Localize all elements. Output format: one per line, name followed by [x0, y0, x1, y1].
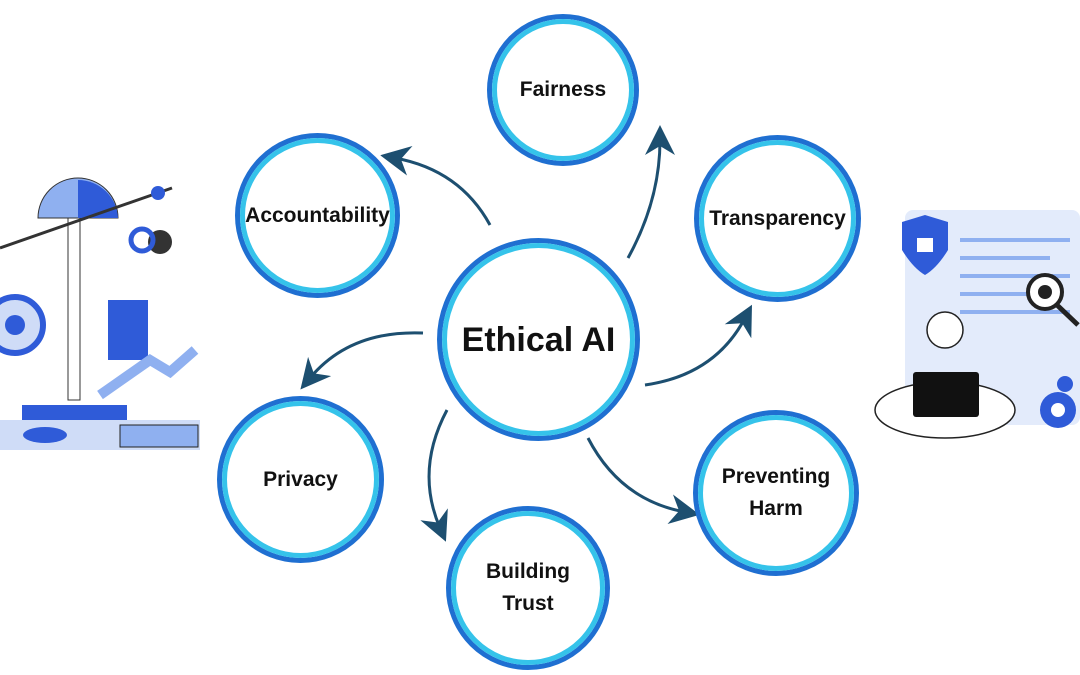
node-transparency: Transparency	[694, 135, 861, 302]
node-building-trust: Building Trust	[446, 506, 610, 670]
node-preventing-harm: Preventing Harm	[693, 410, 859, 576]
arrow-to-preventing-harm	[586, 437, 700, 525]
node-label: Accountability	[245, 203, 390, 227]
arrow-to-building-trust	[420, 409, 449, 542]
node-label: Privacy	[263, 467, 338, 491]
node-accountability: Accountability	[235, 133, 400, 298]
node-fairness: Fairness	[487, 14, 639, 166]
node-label: Building Trust	[486, 560, 570, 615]
node-privacy: Privacy	[217, 396, 384, 563]
node-label: Ethical AI	[461, 320, 616, 359]
arrow-to-accountability	[380, 145, 492, 226]
node-ethical-ai: Ethical AI	[437, 238, 640, 441]
arrow-to-transparency	[644, 304, 752, 387]
scales-target-person-illustration	[0, 177, 200, 450]
security-lock-laptop-person-illustration	[874, 210, 1080, 439]
node-label: Fairness	[519, 78, 607, 101]
node-label: Preventing Harm	[721, 465, 831, 520]
node-label: Transparency	[709, 206, 846, 230]
arrow-to-privacy	[300, 331, 424, 390]
arrow-to-fairness	[626, 125, 675, 259]
